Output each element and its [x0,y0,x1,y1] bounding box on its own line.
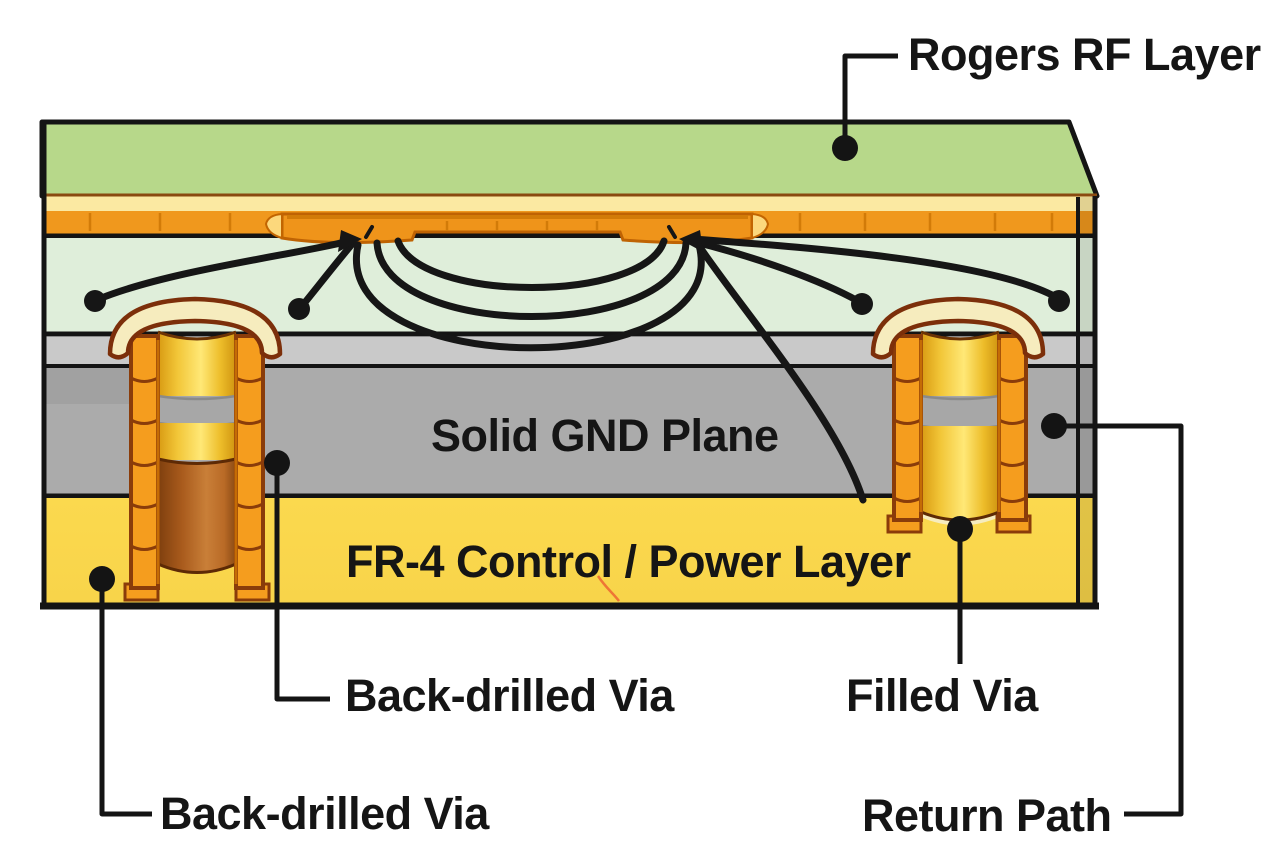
trace-right-bevel [751,212,770,240]
field-arrowheads [338,230,703,252]
leader-lines [89,53,1184,817]
field-arc-outer [352,241,705,352]
label-filled-via: Filled Via [846,670,1038,721]
via-barrel [123,334,271,602]
label-return-path: Return Path [862,790,1112,841]
laminate-strip [42,196,1097,211]
field-dot [288,298,310,320]
via-gold-upper [158,332,236,396]
via-barrel [886,334,1032,534]
via-pad [870,296,1046,360]
field-lines [84,225,1070,504]
barrel-brick-lines [130,376,264,551]
trace-segment-ticks [445,221,599,231]
trace-left-bevel [264,212,283,240]
via-pad [107,296,283,360]
via-gray-band-top [157,394,237,401]
arrowhead-left [338,230,362,252]
field-line-right-near [687,237,862,305]
fr4-scratch-mark [596,575,620,602]
field-line-right-down [693,239,867,504]
label-solid-gnd-plane: Solid GND Plane [431,410,779,461]
arrow-tick-right [667,225,677,239]
arrowhead-right [679,230,703,252]
label-fr4-layer: FR-4 Control / Power Layer [346,536,911,587]
via-copper-fill [156,457,238,574]
label-back-drilled-via-bottom: Back-drilled Via [160,788,489,839]
barrel-column-right [997,334,1028,522]
right-side-face [1078,197,1096,604]
field-dot [851,293,873,315]
barrel-brick-lines [893,376,1027,503]
field-line-left-far [95,237,353,303]
barrel-column-left [892,334,923,522]
field-dot [84,290,106,312]
field-dot [1048,290,1070,312]
filled-via [870,296,1046,534]
via-gold-mid [158,423,236,460]
leader-rogers [842,53,898,148]
back-drilled-via [107,296,283,602]
via-bore-top-edge [920,330,1000,341]
arrow-tick-left [364,225,374,239]
label-back-drilled-via-mid: Back-drilled Via [345,670,674,721]
leader-dot-back-drilled-mid [264,450,290,476]
via-gold-lower [921,426,999,520]
leader-back-drilled-mid [274,463,330,702]
field-line-right-far [690,235,1060,301]
leader-dot-rogers [832,135,858,161]
via-gray-band-top [920,394,1000,401]
leader-return-path [1058,423,1184,817]
field-arc-inner [394,237,668,291]
via-gold-upper [921,332,999,396]
barrel-column-right [234,334,265,590]
leader-dot-return-path [1041,413,1067,439]
via-bore-top-edge [157,330,237,341]
via-gray-band [158,396,236,423]
leader-dot-filled-via [947,516,973,542]
field-line-end-dots [84,290,1070,320]
via-gray-band [921,396,999,426]
field-arc-middle [373,239,690,320]
label-rogers-rf-layer: Rogers RF Layer [908,29,1261,80]
copper-hatch-marks [88,213,1054,231]
rogers-top-layer [39,119,1100,199]
leader-dot-back-drilled-bottom [89,566,115,592]
leader-back-drilled-bottom [99,579,152,817]
